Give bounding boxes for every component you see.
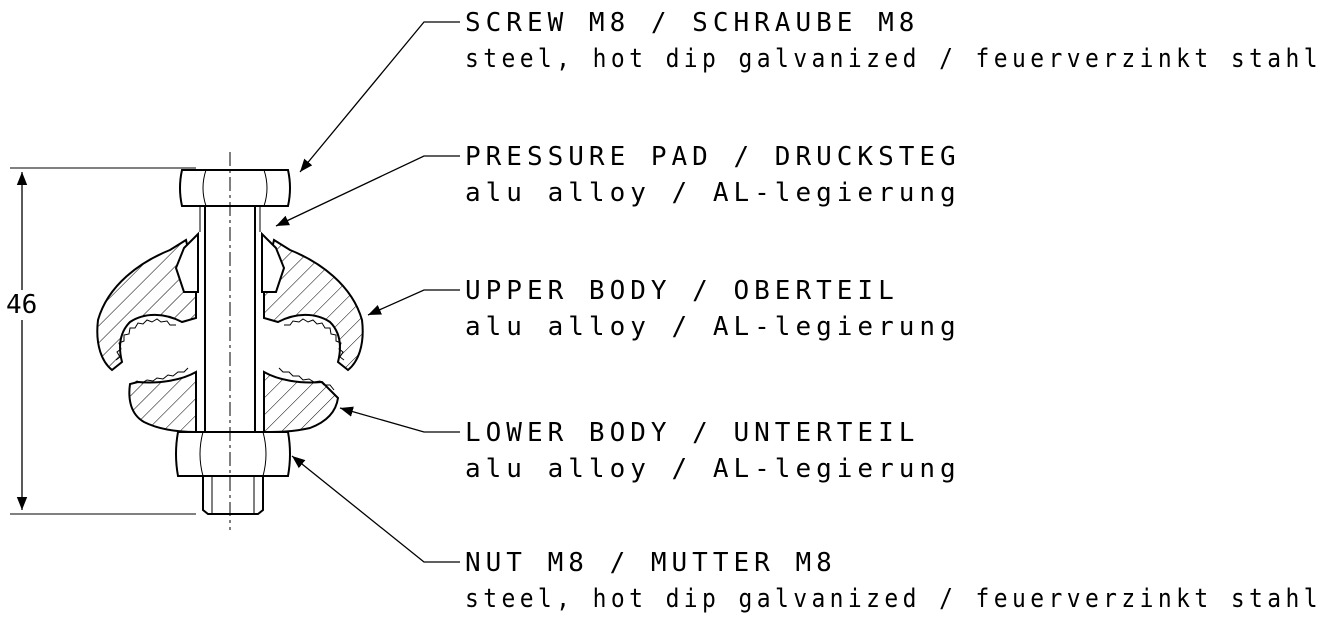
upper-body-right-lobe bbox=[263, 238, 364, 372]
callout-title: PRESSURE PAD / DRUCKSTEG bbox=[465, 142, 961, 172]
screw-head bbox=[179, 169, 291, 207]
callout-pressure-pad: PRESSURE PAD / DRUCKSTEG alu alloy / AL-… bbox=[465, 142, 961, 208]
leader-upper-body bbox=[367, 289, 460, 316]
dimension-value: 46 bbox=[6, 290, 37, 320]
callout-screw: SCREW M8 / SCHRAUBE M8 steel, hot dip ga… bbox=[465, 8, 1322, 74]
callout-lower-body: LOWER BODY / UNTERTEIL alu alloy / AL-le… bbox=[465, 418, 961, 484]
callout-title: NUT M8 / MUTTER M8 bbox=[465, 548, 837, 578]
screw-shank bbox=[204, 205, 256, 433]
lower-body-left-serration bbox=[131, 367, 189, 385]
leader-lines bbox=[275, 21, 460, 563]
callout-title: SCREW M8 / SCHRAUBE M8 bbox=[465, 8, 919, 38]
pressure-pad-right bbox=[261, 231, 286, 293]
callout-material: alu alloy / AL-legierung bbox=[465, 178, 961, 208]
callout-material: alu alloy / AL-legierung bbox=[465, 312, 961, 342]
lower-body-right-serration bbox=[278, 367, 335, 391]
leader-pressure-pad bbox=[275, 155, 460, 227]
upper-body-left-serration bbox=[115, 318, 176, 361]
callout-material: alu alloy / AL-legierung bbox=[465, 454, 961, 484]
upper-body-part bbox=[96, 231, 364, 372]
pressure-pad-left bbox=[174, 231, 199, 293]
callout-nut: NUT M8 / MUTTER M8 steel, hot dip galvan… bbox=[465, 548, 1322, 614]
leader-screw bbox=[299, 21, 460, 173]
callout-material: steel, hot dip galvanized / feuerverzink… bbox=[465, 584, 1322, 614]
leader-lower-body bbox=[339, 406, 460, 433]
upper-body-right-serration bbox=[284, 318, 345, 361]
callout-material: steel, hot dip galvanized / feuerverzink… bbox=[465, 44, 1322, 74]
leader-nut bbox=[291, 455, 460, 563]
lower-body-left bbox=[128, 370, 197, 434]
callout-title: UPPER BODY / OBERTEIL bbox=[465, 276, 899, 306]
upper-body-left-lobe bbox=[96, 238, 197, 372]
callout-title: LOWER BODY / UNTERTEIL bbox=[465, 418, 919, 448]
lower-body-right bbox=[263, 370, 340, 434]
height-dimension: 46 bbox=[6, 167, 196, 515]
lower-body-part bbox=[128, 367, 340, 434]
nut-part bbox=[175, 431, 291, 477]
callout-upper-body: UPPER BODY / OBERTEIL alu alloy / AL-leg… bbox=[465, 276, 961, 342]
screw-thread-end bbox=[202, 475, 264, 515]
